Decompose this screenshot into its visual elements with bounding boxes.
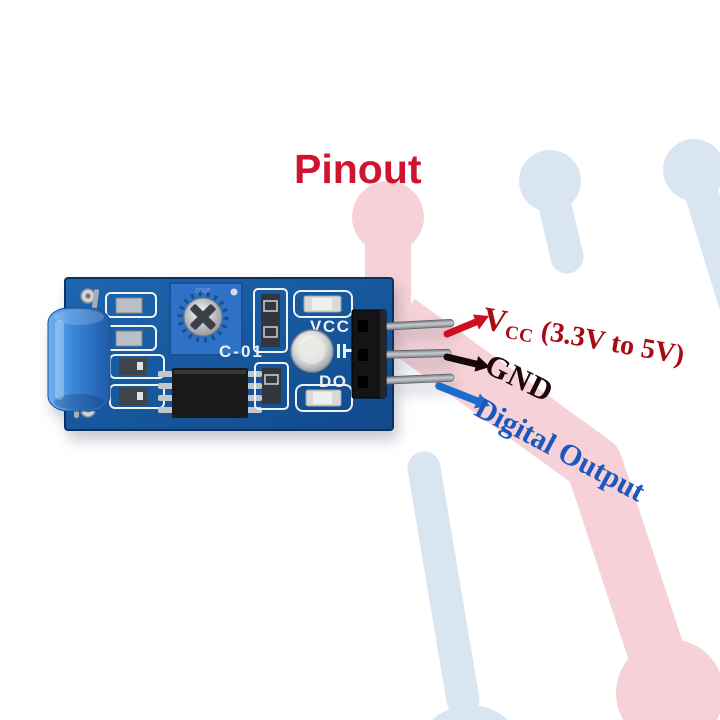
blue-trace-shape-top-right — [663, 139, 720, 311]
vcc-subscript: CC — [503, 321, 535, 348]
digital-output-label: Digital Output — [469, 391, 651, 509]
led — [293, 290, 353, 318]
pin-header — [351, 309, 455, 399]
metal-cap — [290, 329, 334, 373]
sensor-module: 3502 C-01 — [47, 277, 455, 431]
silkscreen-part-number: C-01 — [219, 342, 264, 361]
led — [295, 384, 353, 412]
resistor — [105, 292, 157, 318]
resistor — [105, 325, 157, 351]
pot-marking: 3502 — [195, 286, 211, 293]
resistor — [253, 288, 288, 353]
ic-chip — [158, 368, 262, 418]
page-title: Pinout — [294, 146, 422, 192]
gnd-pin — [377, 348, 452, 359]
blue-trace-shape-top-center — [519, 150, 584, 274]
blue-trace-shape-bottom — [407, 451, 508, 720]
capacitor-symbol-icon — [337, 344, 352, 358]
silkscreen-do-label: DO — [319, 372, 348, 391]
vcc-voltage-range: (3.3V to 5V) — [538, 315, 687, 371]
diode — [109, 354, 165, 379]
resistor — [254, 362, 289, 410]
potentiometer: 3502 — [169, 282, 243, 356]
vibration-sensor — [47, 289, 111, 418]
